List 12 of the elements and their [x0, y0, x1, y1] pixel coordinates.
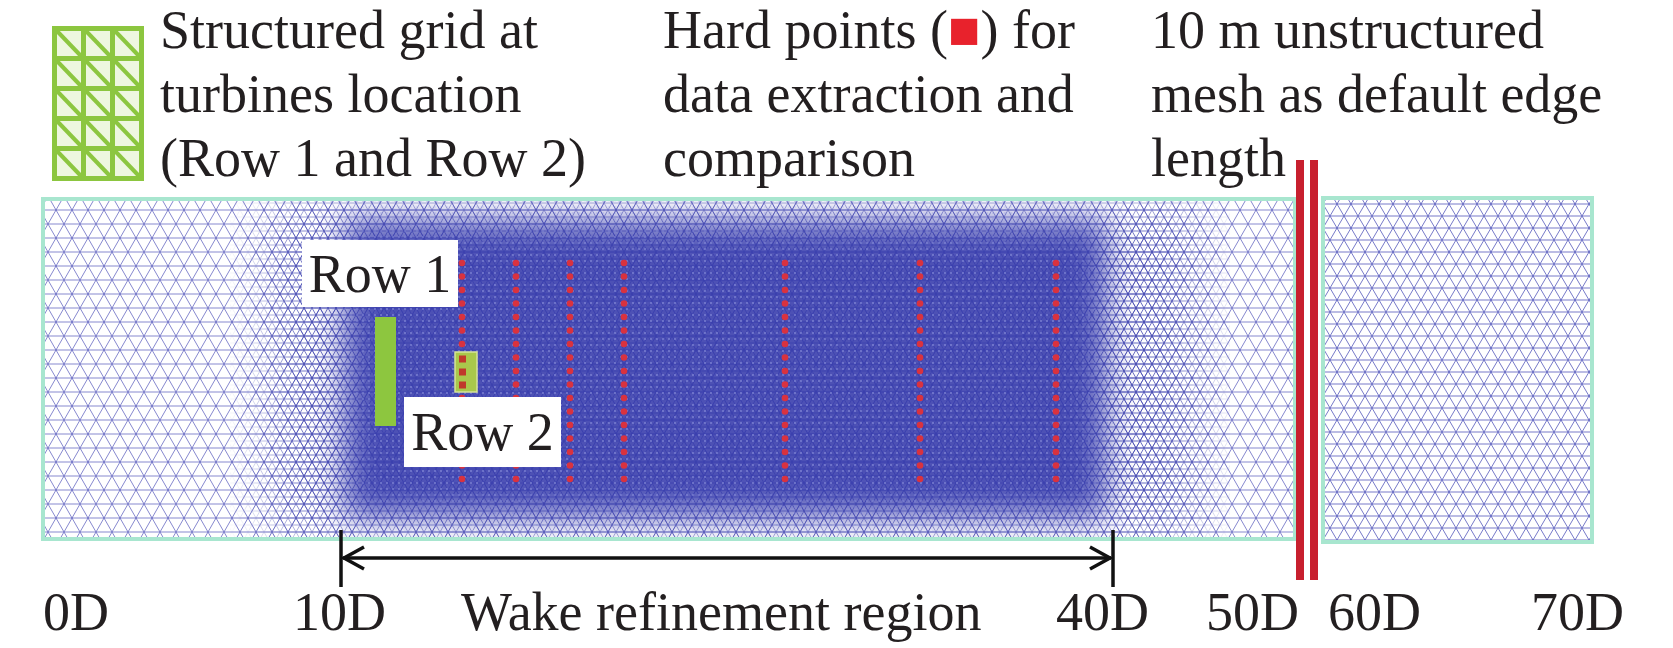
dimension-label: Wake refinement region [461, 581, 982, 644]
legend-text: Hard points (■) for data extraction and comparison [663, 0, 1076, 188]
axis-label: 50D [1206, 581, 1299, 644]
annotation-text: 10 m unstructured mesh as default edge length [1151, 0, 1604, 190]
axis-label: 40D [1056, 581, 1149, 644]
row-label: Row 2 [404, 397, 561, 467]
axis-label: 60D [1328, 581, 1421, 644]
axis-label: 70D [1531, 581, 1624, 644]
axis-label: 10D [293, 581, 386, 644]
legend-text: Structured grid at turbines location (Row 1 and Row 2) [160, 0, 586, 188]
row-label: Row 1 [302, 240, 458, 307]
axis-label: 0D [43, 581, 109, 644]
